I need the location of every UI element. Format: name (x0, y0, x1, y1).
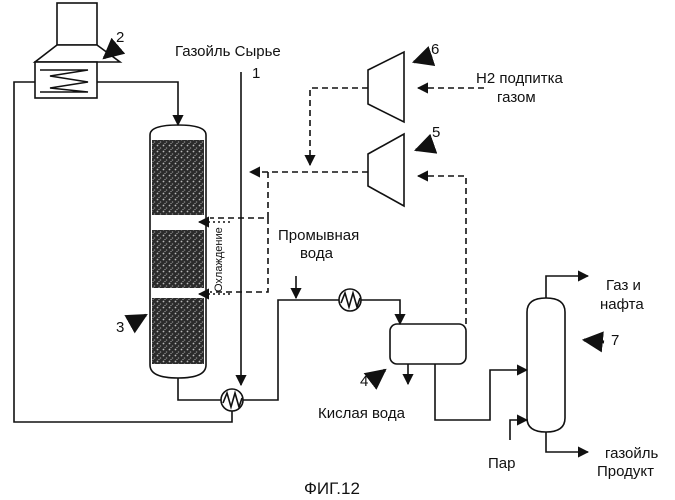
stripper-column (527, 298, 565, 432)
feed-effluent-exchanger (221, 389, 243, 411)
reactor (150, 125, 206, 378)
process-lines (14, 72, 588, 452)
item-number-7: 7 (611, 332, 619, 349)
item-number-1: 1 (252, 65, 260, 82)
h2-makeup-label-line2: газом (497, 89, 536, 106)
recycle-compressor (368, 134, 404, 206)
product-label-line1: газойль (605, 445, 658, 462)
item-number-3: 3 (116, 319, 124, 336)
gasoil-feed-label: Газойль Сырье (175, 43, 281, 60)
wash-water-label-line1: Промывная (278, 227, 359, 244)
item-number-6: 6 (431, 41, 439, 58)
product-label-line2: Продукт (597, 463, 654, 480)
catalyst-bed-3 (152, 298, 204, 364)
item-number-5: 5 (432, 124, 440, 141)
h2-makeup-label-line1: Н2 подпитка (476, 70, 563, 87)
sour-water-label: Кислая вода (318, 405, 406, 422)
catalyst-bed-1 (152, 140, 204, 215)
makeup-compressor (368, 52, 404, 122)
wash-water-label-line2: вода (300, 245, 334, 262)
furnace-stack (57, 3, 97, 45)
furnace (35, 3, 120, 98)
quench-label: Охлаждение (213, 227, 225, 292)
separator (390, 324, 466, 364)
effluent-cooler (339, 289, 361, 311)
figure-caption: ФИГ.12 (304, 479, 360, 498)
gas-naphtha-label-line2: нафта (600, 296, 644, 313)
item-number-2: 2 (116, 29, 124, 46)
item-number-4: 4 (360, 373, 368, 390)
steam-label: Пар (488, 455, 515, 472)
gas-naphtha-label-line1: Газ и (606, 277, 641, 294)
catalyst-bed-2 (152, 230, 204, 288)
